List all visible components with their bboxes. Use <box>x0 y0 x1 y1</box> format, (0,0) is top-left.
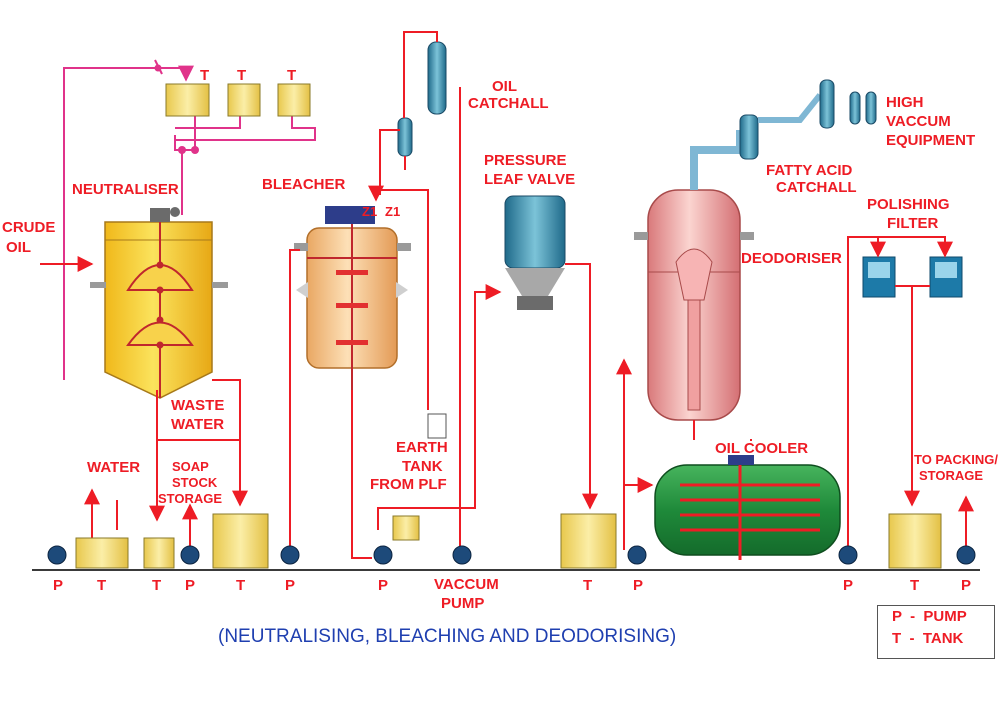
bottom-label-p: P <box>378 577 388 594</box>
pump-icon <box>452 545 472 565</box>
bottom-label-p: P <box>843 577 853 594</box>
top-tank-3 <box>277 83 311 117</box>
pump-icon <box>956 545 976 565</box>
vacuum-ducting <box>690 79 877 190</box>
pump-icon <box>838 545 858 565</box>
soap-stock-storage-label: SOAP STOCK STORAGE <box>158 459 222 506</box>
top-tank-1 <box>165 83 210 117</box>
earth-tank-label: EARTH TANK <box>396 439 452 475</box>
water-label: WATER <box>87 459 140 476</box>
pump-icon <box>280 545 300 565</box>
deodoriser-vessel <box>634 189 754 421</box>
z-mark-1: Z1 <box>362 204 377 219</box>
oil-catchall-vessel <box>397 41 447 157</box>
polishing-filter-1 <box>862 256 896 298</box>
bottom-label-p: P <box>633 577 643 594</box>
top-tank-2-label: T <box>237 67 246 84</box>
legend-tank: T - TANK <box>892 630 964 647</box>
top-tank-3-label: T <box>287 67 296 84</box>
bottom-label-p: P <box>53 577 63 594</box>
bottom-tank-filtered-oil <box>560 513 617 569</box>
neutraliser-label: NEUTRALISER <box>72 181 179 198</box>
vaccum-pump-label: VACCUM PUMP <box>434 576 503 612</box>
legend-pump: P - PUMP <box>892 608 967 625</box>
bottom-tank-product <box>888 513 942 569</box>
bleacher-label: BLEACHER <box>262 176 346 193</box>
pump-icon <box>373 545 393 565</box>
slurry-tank <box>392 515 420 541</box>
pressure-leaf-filter <box>504 195 566 310</box>
earth-tank-hopper <box>427 413 447 439</box>
neutraliser-vessel <box>90 207 228 399</box>
pump-icon <box>180 545 200 565</box>
pump-icon <box>627 545 647 565</box>
bottom-label-p: P <box>185 577 195 594</box>
oil-cooler-label: OIL COOLER <box>715 440 808 457</box>
bottom-label-p: P <box>961 577 971 594</box>
to-packing-storage-label: TO PACKING/ STORAGE <box>914 452 1000 483</box>
oil-catchall-label: OIL CATCHALL <box>468 78 549 112</box>
bottom-label-t: T <box>152 577 161 594</box>
oil-cooler <box>654 455 841 560</box>
from-plf-label: FROM PLF <box>370 476 447 493</box>
pressure-leaf-valve-label: PRESSURE LEAF VALVE <box>484 152 575 188</box>
bottom-label-t: T <box>583 577 592 594</box>
bottom-label-t: T <box>236 577 245 594</box>
legend: P - PUMP T - TANK <box>877 605 995 659</box>
fatty-acid-catchall-label: FATTY ACID CATCHALL <box>766 162 857 196</box>
top-tank-2 <box>227 83 261 117</box>
bottom-label-p: P <box>285 577 295 594</box>
waste-water-label: WASTE WATER <box>171 397 229 433</box>
bottom-label-t: T <box>910 577 919 594</box>
crude-oil-label: CRUDE OIL <box>2 219 60 256</box>
top-tank-1-label: T <box>200 67 209 84</box>
pump-icon <box>47 545 67 565</box>
bottom-tank-neutral-oil <box>212 513 269 569</box>
deodoriser-label: DEODORISER <box>741 250 842 267</box>
top-tank-piping <box>63 59 316 380</box>
bottom-tank-soap-stock <box>143 537 175 569</box>
bleacher-vessel <box>294 206 411 390</box>
polishing-filter-label: POLISHING FILTER <box>867 196 954 232</box>
diagram-caption: (NEUTRALISING, BLEACHING AND DEODORISING… <box>218 626 676 647</box>
polishing-filter-2 <box>929 256 963 298</box>
z-mark-2: Z1 <box>385 204 400 219</box>
bottom-tank-water <box>75 537 129 569</box>
high-vaccum-equipment-label: HIGH VACCUM EQUIPMENT <box>886 94 975 149</box>
bottom-label-t: T <box>97 577 106 594</box>
